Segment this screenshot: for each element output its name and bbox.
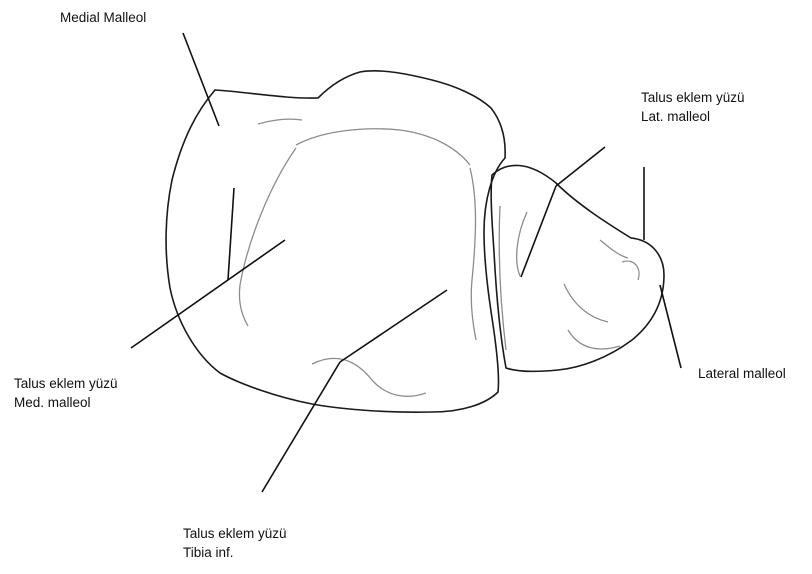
label-talus-tibia-line1: Talus eklem yüzü — [183, 524, 287, 543]
label-talus-lat-line1: Talus eklem yüzü — [641, 88, 745, 107]
contour-fibula-mid — [564, 284, 608, 322]
leader-talus-tibia-lower — [262, 362, 340, 492]
leader-talus-tibia — [340, 290, 447, 362]
contour-fibula-tip — [622, 261, 639, 280]
inner-contours — [239, 119, 639, 396]
label-medial-malleol-text: Medial Malleol — [60, 8, 146, 27]
leader-medial-malleol — [183, 33, 219, 126]
contour-right — [470, 168, 476, 340]
leader-talus-lat — [556, 147, 605, 186]
contour-left — [239, 148, 296, 326]
label-lateral-malleol: Lateral malleol — [698, 364, 786, 383]
leader-lateral-malleol-lower — [660, 285, 681, 368]
label-talus-lat-line2: Lat. malleol — [641, 107, 745, 126]
label-talus-med-malleol: Talus eklem yüzü Med. malleol — [14, 374, 118, 412]
label-talus-tibia-line2: Tibia inf. — [183, 543, 287, 562]
label-talus-med-line1: Talus eklem yüzü — [14, 374, 118, 393]
leader-talus-med — [131, 240, 285, 348]
contour-fibula-edge — [600, 240, 628, 258]
contour-upper-left — [258, 119, 302, 124]
contour-lower — [312, 358, 426, 396]
label-medial-malleol: Medial Malleol — [60, 8, 146, 27]
leader-talus-med-vertical — [228, 188, 234, 280]
label-talus-med-line2: Med. malleol — [14, 393, 118, 412]
leader-talus-lat-extension — [521, 186, 556, 277]
contour-top — [296, 129, 470, 165]
label-talus-tibia-inf: Talus eklem yüzü Tibia inf. — [183, 524, 287, 562]
label-lateral-malleol-text: Lateral malleol — [698, 364, 786, 383]
label-talus-lat-malleol: Talus eklem yüzü Lat. malleol — [641, 88, 745, 126]
leader-lines — [131, 33, 681, 492]
contour-fibula-low — [568, 330, 620, 349]
